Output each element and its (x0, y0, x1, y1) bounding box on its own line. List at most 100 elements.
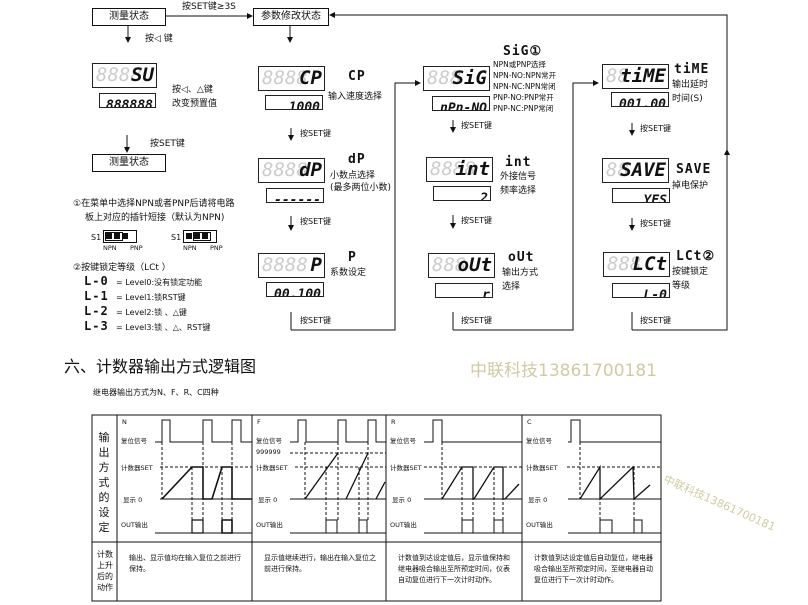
display-value: P (310, 254, 322, 276)
press-set-label: 按SET键 (300, 316, 332, 325)
display-zero-label: 显示 0 (123, 496, 143, 504)
param-code: SiG① (503, 44, 543, 59)
change-preset-label: 改变预置值 (172, 99, 218, 109)
row1-label: 输出方式的设定 (98, 431, 110, 534)
param-display-bottom: 00.100 (266, 282, 324, 297)
row2-label: 计数上升后的动作 (97, 550, 113, 592)
mode-description: 显示值继续进行，输出在输入复位之前进行保持。 (264, 554, 376, 573)
press-set-label: 按SET键 (640, 124, 672, 133)
waveform-line (424, 419, 522, 443)
waveform-line (358, 519, 368, 534)
lock-level-code: L-0 (84, 274, 109, 288)
param-code: LCt② (676, 249, 716, 264)
param-code: tiME (674, 62, 710, 77)
display-value: 2 (480, 191, 488, 201)
display-value: ------ (274, 193, 321, 203)
waveform-line (221, 519, 233, 534)
reset-signal-label: 复位信号 (390, 437, 416, 445)
param-desc: 时间(S) (672, 94, 703, 104)
lock-level-code: L-1 (84, 289, 109, 303)
mode-name: F (257, 418, 261, 426)
s1-label: S1 (91, 233, 102, 242)
max-value-label: 999999 (256, 448, 281, 456)
display-value: SiG (452, 67, 487, 89)
param-code: dP (348, 152, 366, 167)
display-value: tiME (620, 65, 666, 87)
lock-level-text: = Level3:锁 、△、RST键 (116, 323, 211, 332)
display-value: CP (299, 67, 322, 89)
display-value: int (455, 158, 490, 180)
param-display-bottom: 1000 (265, 95, 323, 110)
npn-label: NPN (103, 244, 117, 252)
param-desc: 输出方式 (502, 268, 539, 278)
display-value: YES (643, 193, 667, 203)
param-state-box: 参数修改状态 (253, 8, 329, 26)
param-desc: 选择 (502, 282, 521, 292)
param-desc: 按键锁定 (672, 267, 709, 277)
note2: ②按键锁定等级（LCt ） (73, 263, 171, 273)
pnp-label: PNP (130, 244, 143, 252)
lock-level-text: = Level0:没有锁定功能 (116, 278, 203, 287)
waveform-line (161, 466, 252, 500)
counter-set-label: 计数器SET (390, 464, 422, 472)
display-value: L-0 (643, 288, 667, 298)
display-value: 001.00 (619, 97, 666, 107)
press-left-label: 按◁ 键 (145, 34, 173, 44)
press-set-label: 按SET键 (300, 217, 332, 226)
press-set-label: 按SET键 (461, 216, 493, 225)
press-set-label: 按SET键 (640, 316, 672, 325)
waveform-line (345, 452, 369, 500)
param-code: int (505, 155, 532, 170)
display-value: LCt (632, 253, 667, 275)
press-set-label: 按SET键 (461, 316, 493, 325)
lock-level-text: = Level1:锁RST键 (116, 293, 186, 302)
param-desc: 输入速度选择 (328, 92, 383, 102)
waveform-line (461, 519, 474, 534)
waveform-line (441, 466, 520, 500)
section-subtitle: 继电器输出方式为N、F、R、C四种 (93, 388, 219, 397)
param-display-bottom: nPn-NO (432, 96, 490, 111)
note1-line1: ①在菜单中选择NPN或者PNP后请将电路 (73, 199, 235, 209)
param-code: P (348, 250, 357, 265)
lock-level-text: = Level2:锁 、△键 (116, 308, 187, 317)
waveform-line (375, 481, 386, 500)
npn-label: NPN (183, 244, 197, 252)
param-desc: PNP-NC:PNP常闭 (493, 104, 554, 113)
out-label: OUT输出 (526, 521, 553, 529)
press-set-label: 按SET键 (640, 219, 672, 228)
note1-line2: 板上对应的插针短接（默认为NPN) (85, 213, 225, 223)
waveform-line (304, 452, 339, 500)
param-desc: 外接信号 (500, 172, 537, 182)
mode-description: 输出、显示值均在输入复位之前进行保持。 (129, 554, 241, 573)
counter-set-label: 计数器SET (526, 464, 558, 472)
waveform-line (290, 419, 386, 443)
param-desc: NPN或PNP选择 (493, 60, 546, 69)
lock-level-code: L-3 (84, 319, 109, 333)
mode-description: 计数值到达设定值后，显示值保持和继电器吸合输出至所预定时间，仪表自动复位进行下一… (398, 554, 510, 584)
param-desc: NPN-NO:NPN常开 (493, 71, 557, 80)
param-desc: 系数设定 (330, 268, 367, 278)
mode-description: 计数值到达设定值后自动复位，继电器吸合输出至所预定时间，至继电器自动复位进行下一… (534, 554, 653, 584)
waveform-line (325, 519, 338, 534)
reset-signal-label: 复位信号 (256, 437, 282, 445)
section-title: 六、计数器输出方式逻辑图 (64, 357, 257, 376)
waveform-line (579, 464, 651, 501)
param-display-bottom: L-0 (612, 283, 670, 298)
waveform-line (633, 519, 643, 534)
param-display-bottom: ------ (266, 188, 324, 203)
waveform-line (599, 519, 613, 534)
press-set-label: 按SET键 (461, 121, 493, 130)
display-value: dP (299, 159, 322, 181)
param-code: CP (348, 69, 366, 84)
mode-name: C (527, 418, 532, 426)
